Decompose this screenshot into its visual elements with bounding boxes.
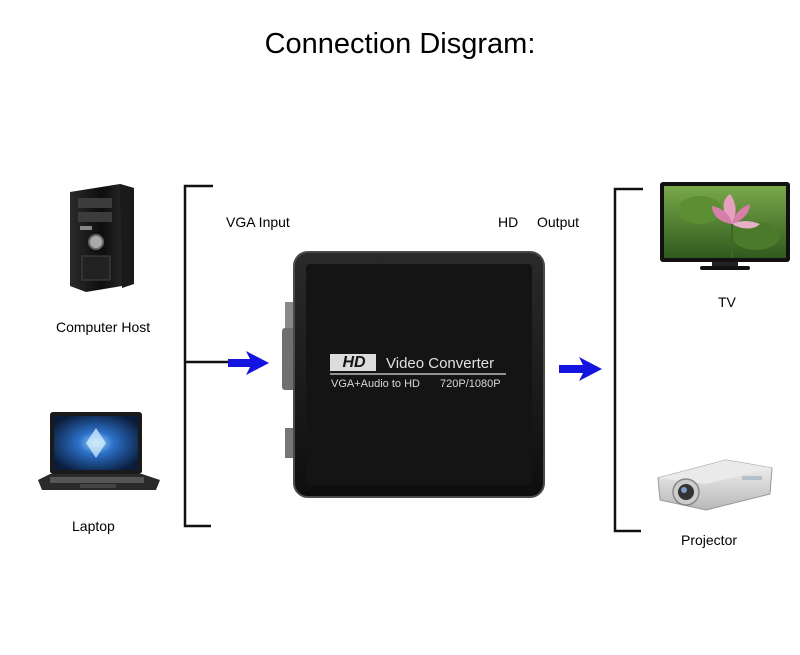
converter-device [282,251,545,498]
tv-icon [660,182,790,270]
diagram-title: Connection Disgram: [264,28,536,60]
laptop-icon [38,412,160,490]
projector-label: Projector [681,532,738,548]
device-logo-text: HD [342,354,366,371]
right-bracket [613,187,643,533]
output-label: Output [537,214,580,230]
device-subtitle-left: VGA+Audio to HD [331,378,420,390]
device-name: Video Converter [386,355,495,372]
hd-logo [330,354,376,371]
projector-icon [657,459,773,511]
computer-host-label: Computer Host [56,319,151,335]
tv-label: TV [718,294,736,310]
computer-tower-icon [70,184,134,292]
vga-input-label: VGA Input [226,214,290,230]
left-bracket [183,184,232,528]
laptop-label: Laptop [72,518,115,534]
arrow-right-icon [228,351,269,375]
arrow-right-icon [559,357,602,381]
hd-label: HD [498,214,519,230]
device-subtitle-right: 720P/1080P [440,378,501,390]
